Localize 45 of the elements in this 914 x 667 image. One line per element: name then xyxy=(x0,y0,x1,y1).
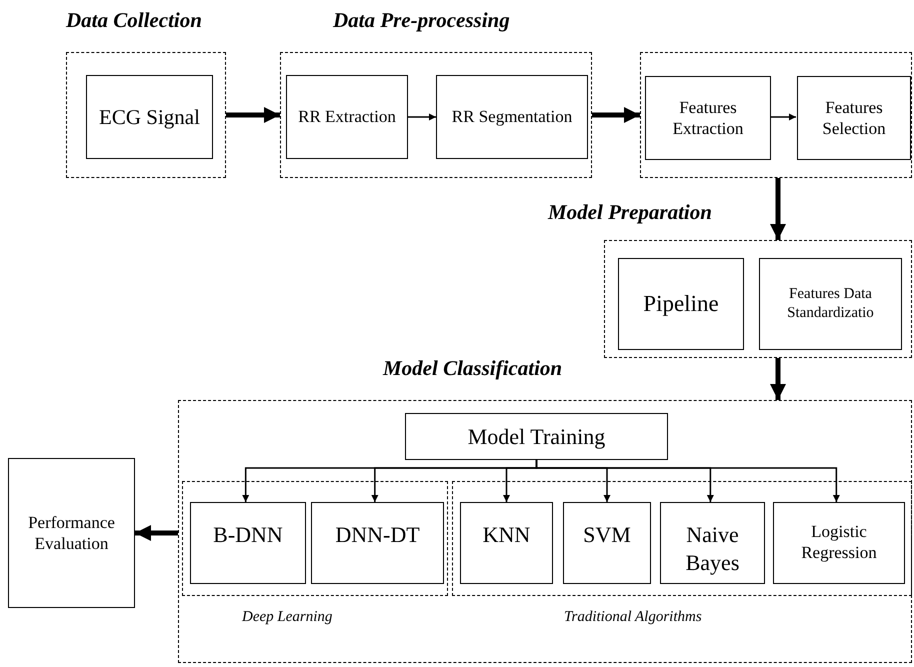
box-label: Logistic Regression xyxy=(800,521,878,564)
process-box xyxy=(86,75,213,159)
box-label: Performance Evaluation xyxy=(27,512,116,554)
arrow xyxy=(226,107,280,123)
process-box xyxy=(436,75,588,159)
box-label: RR Extraction xyxy=(298,106,396,128)
process-box xyxy=(618,258,744,350)
group-heading: Model Preparation xyxy=(548,200,712,225)
arrow xyxy=(536,460,840,502)
box-label: DNN-DT xyxy=(335,521,420,548)
process-box xyxy=(286,75,408,159)
arrow xyxy=(135,525,178,541)
arrow xyxy=(408,114,436,120)
arrow xyxy=(770,178,786,240)
dashed-group-frame xyxy=(640,52,912,178)
box-label: KNN xyxy=(482,521,530,548)
group-heading: Data Pre-processing xyxy=(333,8,510,33)
arrow xyxy=(770,358,786,400)
box-label: Naive Bayes xyxy=(684,521,740,576)
process-box xyxy=(405,413,668,460)
process-box xyxy=(460,502,553,584)
box-label: RR Segmentation xyxy=(452,106,572,128)
arrow xyxy=(592,107,640,123)
group-heading: Data Collection xyxy=(66,8,202,33)
process-box xyxy=(190,502,306,584)
group-heading: Deep Learning xyxy=(242,609,332,626)
box-label: SVM xyxy=(583,521,631,548)
box-label: Features Extraction xyxy=(672,96,744,140)
process-box xyxy=(645,76,771,160)
group-heading: Traditional Algorithms xyxy=(564,609,702,626)
box-label: Features Selection xyxy=(821,96,887,140)
box-label: Model Training xyxy=(468,422,606,450)
process-box xyxy=(8,458,135,608)
box-label: Features Data Standardizatio xyxy=(786,285,875,323)
process-box xyxy=(660,502,765,584)
arrow xyxy=(770,114,796,120)
process-box xyxy=(759,258,902,350)
process-box xyxy=(563,502,651,584)
group-heading: Model Classification xyxy=(383,356,562,381)
box-label: ECG Signal xyxy=(99,104,200,130)
box-label: Pipeline xyxy=(643,290,719,318)
process-box xyxy=(773,502,905,584)
process-box xyxy=(797,76,911,160)
process-box xyxy=(311,502,444,584)
box-label: B-DNN xyxy=(213,521,283,548)
